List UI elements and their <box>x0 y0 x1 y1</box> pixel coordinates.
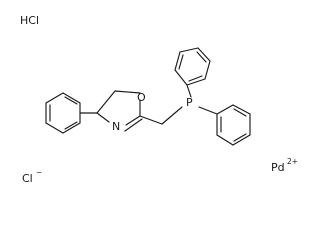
oxygen-atom: O <box>137 91 146 104</box>
phenyl-ring-upper <box>174 47 211 86</box>
chloride-ion: Cl <box>22 172 33 185</box>
phosphorus-atom: P <box>186 96 193 109</box>
hcl-label: HCl <box>20 14 39 27</box>
structure-diagram: HCl O N P Cl − Pd 2+ <box>20 14 299 185</box>
bond-ch2-phosphorus <box>161 106 183 125</box>
palladium-charge: 2+ <box>287 157 298 166</box>
phenyl-ring-left <box>45 92 81 134</box>
molecule-drawing: HCl O N P Cl − Pd 2+ <box>20 14 298 185</box>
bond-phosphorus-phenyl-upper <box>186 84 192 98</box>
phenyl-ring-right <box>216 104 251 146</box>
bond-ring-ch2 <box>139 115 163 125</box>
bond-phosphorus-phenyl-right <box>198 106 218 115</box>
chloride-charge: − <box>36 168 42 177</box>
oxazoline-ring <box>96 90 143 132</box>
nitrogen-atom: N <box>112 120 120 133</box>
palladium-ion: Pd <box>271 161 285 174</box>
